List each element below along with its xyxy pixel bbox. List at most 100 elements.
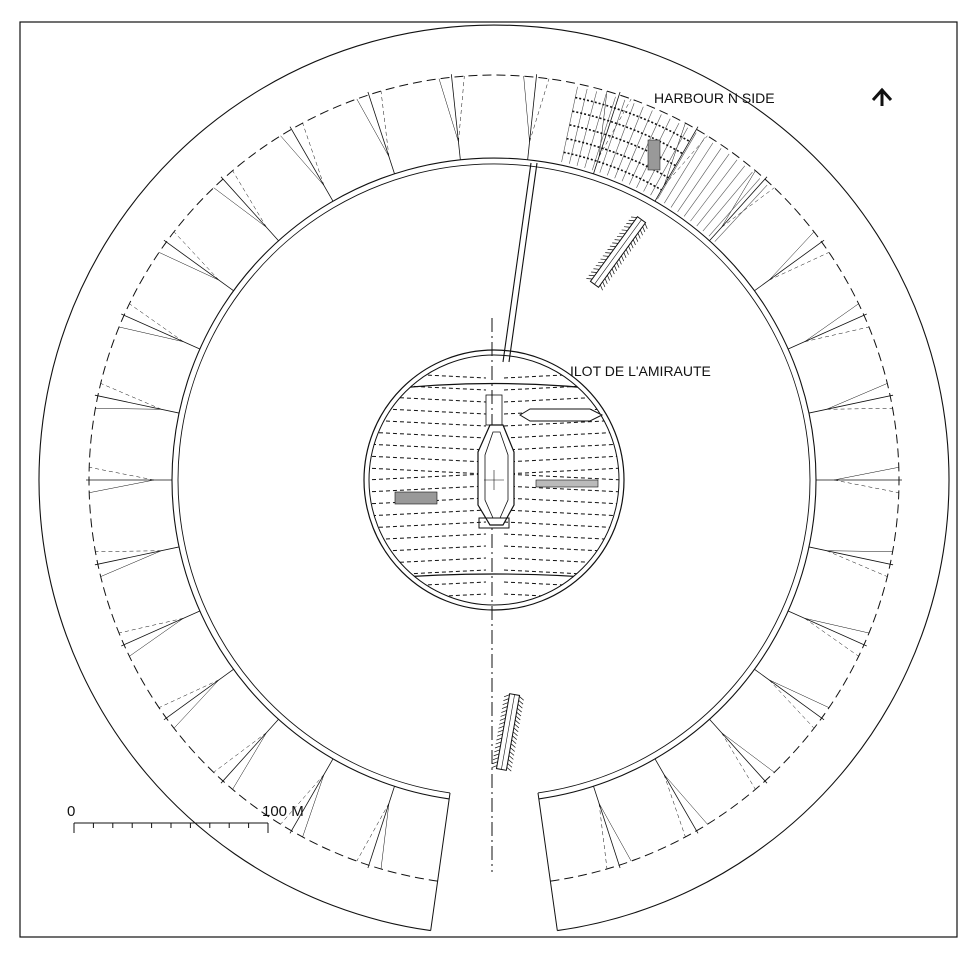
shed-fan-line bbox=[380, 803, 390, 869]
ship-oar-line bbox=[513, 727, 519, 733]
island-slip-line bbox=[503, 431, 619, 439]
ship-oar-line bbox=[602, 255, 609, 257]
shed-fan-line bbox=[804, 618, 870, 634]
shed-partition bbox=[121, 610, 201, 647]
ship-sheds bbox=[86, 74, 902, 869]
slip-hatch-line bbox=[702, 171, 753, 232]
ship-oar-line bbox=[514, 719, 520, 725]
slip-hatch-line bbox=[696, 165, 746, 227]
ship-oar-line bbox=[632, 239, 636, 246]
shed-partition bbox=[754, 668, 825, 721]
ship-oar-line bbox=[614, 265, 618, 271]
outer-wall bbox=[38, 24, 950, 932]
gap-end-east bbox=[537, 792, 558, 931]
ship-south bbox=[491, 693, 524, 772]
slip-hatch-line bbox=[708, 178, 761, 237]
ship-oar-line bbox=[628, 245, 632, 252]
ship-oar-line bbox=[498, 725, 505, 729]
island-slip-line bbox=[503, 443, 619, 451]
island-slip-line bbox=[503, 467, 619, 475]
ship-oar-line bbox=[595, 265, 602, 267]
shed-fan-line bbox=[598, 91, 608, 157]
slip-hatch-line bbox=[621, 110, 653, 182]
shed-partition bbox=[163, 239, 234, 292]
shed-fan-line bbox=[173, 679, 220, 729]
shed-fan-line bbox=[158, 252, 220, 281]
scale-start-label: 0 bbox=[67, 803, 75, 820]
ship-oar-line bbox=[499, 718, 506, 721]
slip-hatch-line bbox=[629, 114, 662, 185]
island-slip-line bbox=[369, 557, 487, 565]
island-slip-line bbox=[369, 581, 487, 589]
island-slip-line bbox=[503, 383, 619, 391]
island-slip-line bbox=[369, 395, 487, 403]
shed-fan-line bbox=[380, 91, 390, 157]
ship-oar-line bbox=[604, 278, 608, 284]
shed-fan-line bbox=[826, 550, 888, 577]
ship-oar-line bbox=[512, 735, 518, 740]
shed-fan-line bbox=[302, 774, 325, 838]
ship-oar-line bbox=[501, 706, 508, 709]
frame-border bbox=[19, 21, 958, 938]
shed-partition bbox=[94, 394, 180, 414]
ship-oar-line bbox=[506, 767, 512, 772]
shed-partition bbox=[593, 786, 621, 869]
shed-fan-line bbox=[118, 326, 184, 342]
shed-fan-line bbox=[826, 383, 888, 410]
ship-oar-line bbox=[509, 751, 515, 756]
ship-oar-line bbox=[494, 749, 500, 753]
shed-partition bbox=[367, 786, 395, 869]
shed-partition bbox=[163, 668, 234, 721]
island-slip-line bbox=[503, 395, 619, 403]
shed-fan-line bbox=[804, 303, 859, 342]
ship-oar-line bbox=[644, 223, 648, 229]
scale-end-label: 100 M bbox=[262, 803, 304, 820]
central-pavilion bbox=[477, 424, 515, 526]
shed-fan-line bbox=[598, 803, 632, 862]
shed-fan-line bbox=[663, 122, 686, 186]
ship-oar-line bbox=[495, 741, 502, 745]
shed-fan-line bbox=[721, 732, 775, 773]
ship-oar-line bbox=[494, 745, 501, 749]
shed-fan-line bbox=[458, 76, 465, 142]
island-slip-line bbox=[503, 521, 619, 529]
shed-partition bbox=[220, 719, 279, 784]
ship-oar-line bbox=[510, 747, 515, 752]
island-slip-line bbox=[369, 455, 487, 463]
shed-fan-line bbox=[173, 231, 220, 281]
shed-fan-line bbox=[213, 732, 267, 773]
ship-oar-line bbox=[519, 696, 524, 701]
slip-hatch-line bbox=[614, 106, 644, 179]
ship-oar-line bbox=[625, 249, 629, 255]
causeway bbox=[502, 162, 538, 363]
shed-partition bbox=[654, 126, 699, 202]
ship-oar-line bbox=[602, 281, 606, 288]
ship-oar-line bbox=[628, 219, 635, 222]
shed-partition bbox=[654, 758, 699, 834]
ship-oar-line bbox=[600, 258, 607, 260]
ship-oar-line bbox=[616, 262, 620, 268]
shed-fan-line bbox=[100, 550, 162, 577]
shed-fan-line bbox=[768, 679, 830, 708]
island-slip-line bbox=[503, 593, 619, 601]
ship-oar-line bbox=[612, 242, 619, 244]
up-arrow-icon bbox=[871, 87, 893, 106]
ship-oar-line bbox=[503, 698, 509, 702]
island-slip-line bbox=[369, 593, 487, 601]
ship-oar-line bbox=[492, 761, 498, 765]
ship-oar-line bbox=[496, 737, 502, 741]
ship-oar-line bbox=[511, 739, 517, 744]
slip-hatch-line bbox=[683, 153, 730, 217]
slip-hatch-line bbox=[677, 148, 722, 213]
shed-fan-line bbox=[118, 618, 184, 634]
shed-partition bbox=[808, 546, 894, 566]
ship-oar-line bbox=[616, 236, 623, 238]
island-slip-line bbox=[369, 497, 487, 505]
island-slip-line bbox=[503, 485, 619, 493]
shed-partition bbox=[754, 239, 825, 292]
island-slip-line bbox=[369, 533, 487, 541]
slip-hatch-line bbox=[561, 86, 578, 163]
ship-oar-line bbox=[499, 721, 505, 725]
grey-block-west bbox=[394, 491, 438, 505]
slip-hatch-line bbox=[657, 132, 697, 200]
